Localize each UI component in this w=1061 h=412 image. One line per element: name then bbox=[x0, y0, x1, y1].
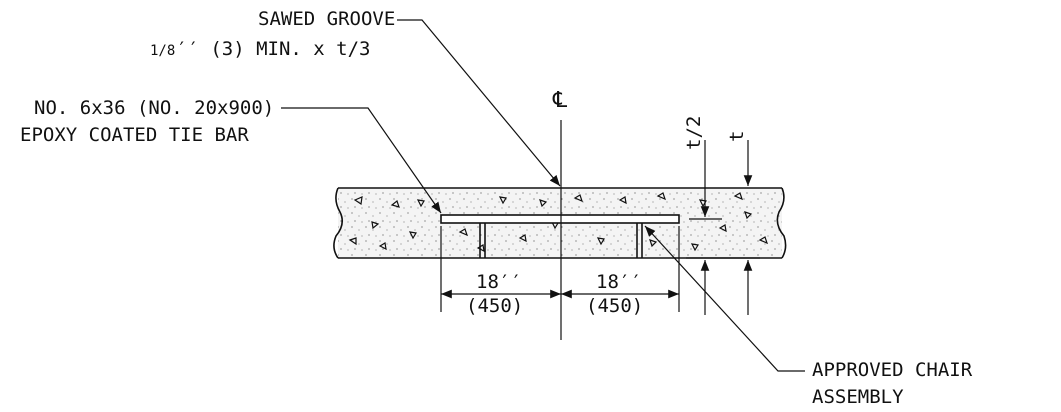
chair-assembly-left bbox=[479, 223, 486, 258]
chair-leader bbox=[644, 225, 805, 372]
centerline-symbol: ℄ bbox=[552, 88, 568, 113]
sawed-groove-fraction: 1/8 bbox=[150, 43, 175, 59]
tie-bar bbox=[440, 214, 680, 224]
left-dimension-inches: 18′′ bbox=[476, 271, 522, 293]
chair-assembly-right bbox=[636, 223, 643, 258]
half-depth-label: t/2 bbox=[683, 116, 705, 150]
sawed-groove-leader bbox=[397, 19, 561, 187]
tie-bar-label-line2: EPOXY COATED TIE BAR bbox=[20, 124, 249, 146]
tie-bar-leader bbox=[281, 107, 442, 214]
tie-bar-label-line1: NO. 6x36 (NO. 20x900) bbox=[34, 97, 274, 119]
chair-label-line1: APPROVED CHAIR bbox=[812, 359, 973, 381]
sawed-groove-label: SAWED GROOVE bbox=[258, 8, 395, 30]
right-dimension-inches: 18′′ bbox=[596, 271, 642, 293]
dimension-lines-vertical bbox=[686, 140, 760, 315]
thickness-label: t bbox=[726, 131, 748, 142]
fraction-text: 1/8 bbox=[150, 43, 175, 59]
sawed-groove-dimension: ′′ (3) MIN. x t/3 bbox=[176, 38, 370, 60]
chair-label-line2: ASSEMBLY bbox=[812, 386, 904, 408]
dimension-lines-horizontal bbox=[440, 226, 680, 312]
left-dimension-mm: (450) bbox=[466, 295, 523, 317]
right-dimension-mm: (450) bbox=[586, 295, 643, 317]
